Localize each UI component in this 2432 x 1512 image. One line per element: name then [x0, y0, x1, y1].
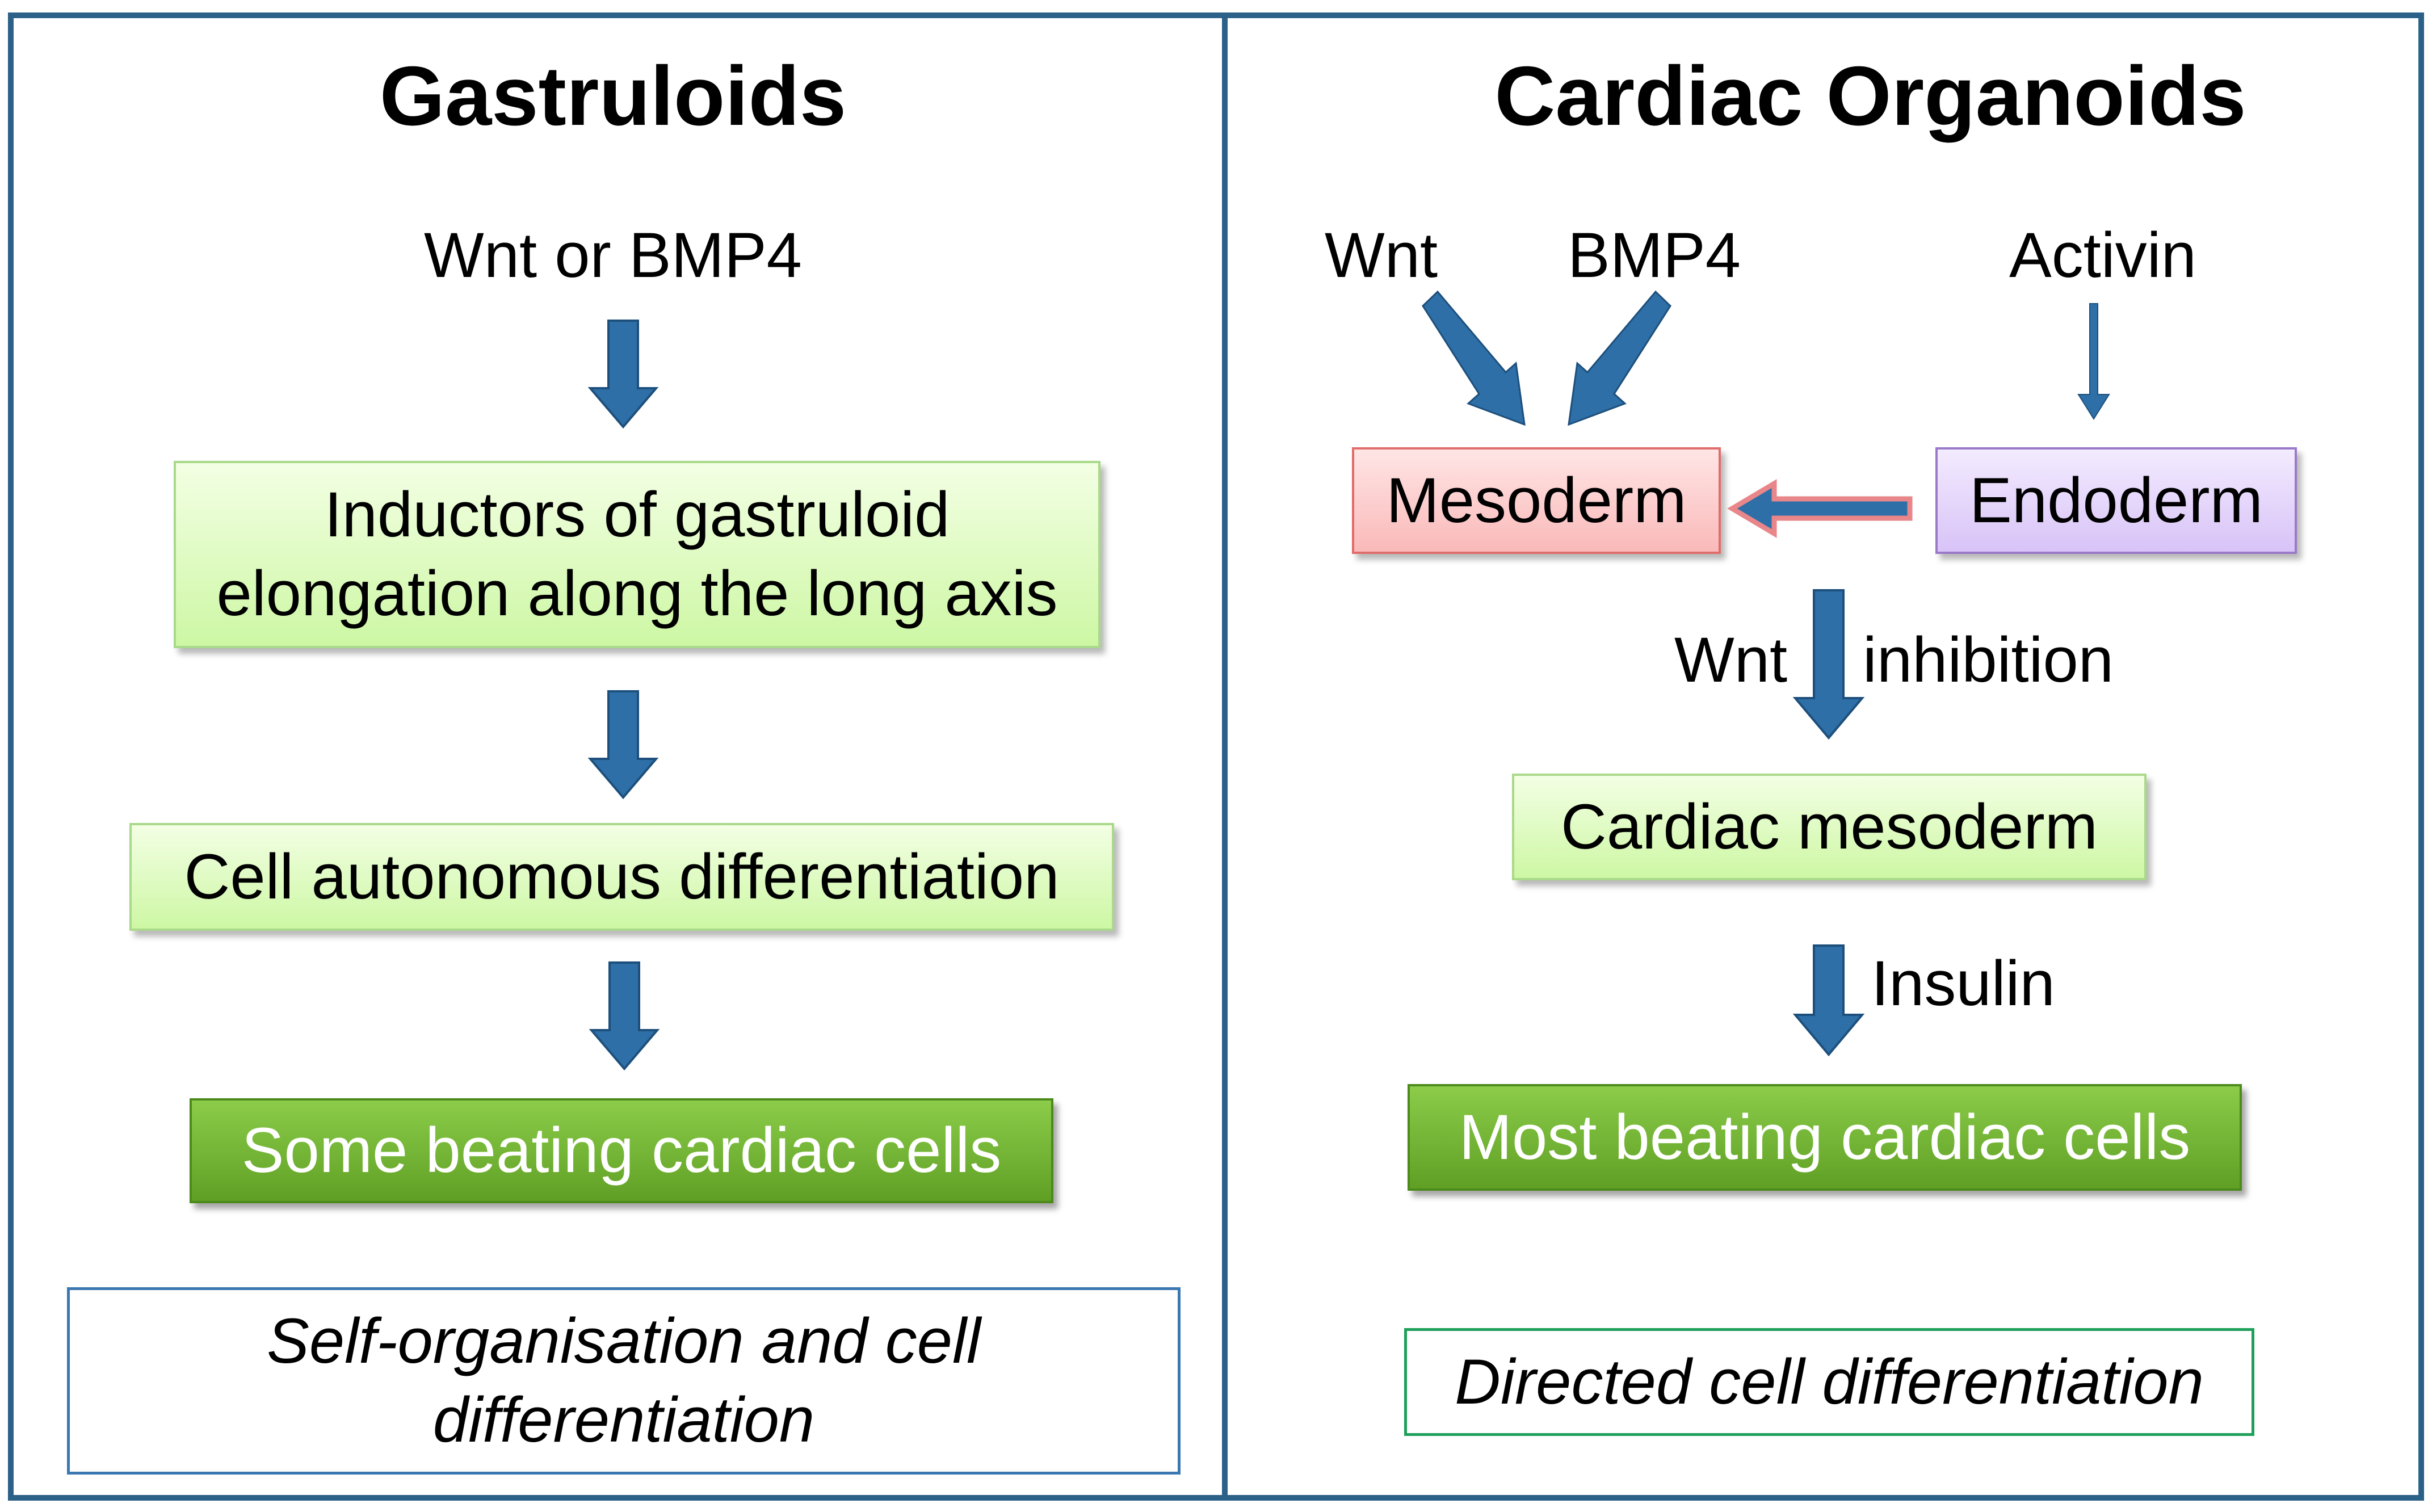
panel-divider	[1222, 12, 1228, 1501]
down-arrow-icon	[589, 961, 660, 1071]
insulin-label: Insulin	[1871, 948, 2055, 1019]
wnt-inhibition-arrow-icon	[1792, 589, 1865, 740]
some-beating-cells-text: Some beating cardiac cells	[241, 1115, 1002, 1186]
activin-label: Activin	[2009, 220, 2196, 291]
outer-frame	[8, 12, 2424, 1501]
most-beating-cells-box: Most beating cardiac cells	[1408, 1084, 2242, 1191]
down-arrow-icon	[587, 320, 659, 429]
most-beating-cells-text: Most beating cardiac cells	[1459, 1101, 2191, 1173]
cell-autonomous-differentiation-text: Cell autonomous differentiation	[184, 841, 1060, 912]
cell-autonomous-differentiation-box: Cell autonomous differentiation	[129, 823, 1114, 931]
wnt-inhibition-label: inhibition	[1863, 624, 2114, 695]
endoderm-to-mesoderm-arrow-icon	[1727, 479, 1913, 538]
mesoderm-box: Mesoderm	[1352, 447, 1721, 554]
wnt-label: Wnt	[1325, 220, 1438, 291]
wnt-to-mesoderm-arrow-icon	[1422, 290, 1526, 426]
bmp4-label: BMP4	[1568, 220, 1741, 291]
bmp4-to-mesoderm-arrow-icon	[1568, 290, 1671, 426]
activin-to-endoderm-arrow-icon	[2077, 303, 2110, 420]
endoderm-box: Endoderm	[1935, 447, 2297, 554]
gastruloid-inductors-text: Inductors of gastruloid elongation along…	[216, 479, 1058, 629]
some-beating-cells-box: Some beating cardiac cells	[190, 1098, 1053, 1203]
directed-differentiation-note-text: Directed cell differentiation	[1455, 1346, 2204, 1417]
left-panel-title: Gastruloids	[379, 49, 847, 143]
wnt-inhibition-wnt-label: Wnt	[1674, 624, 1788, 695]
cardiac-mesoderm-box: Cardiac mesoderm	[1512, 774, 2147, 880]
mesoderm-text: Mesoderm	[1386, 464, 1687, 536]
self-organisation-note-box: Self-organisation and cell differentiati…	[67, 1287, 1181, 1475]
down-arrow-icon	[587, 690, 659, 800]
self-organisation-note-text: Self-organisation and cell differentiati…	[267, 1305, 981, 1455]
gastruloid-inductors-box: Inductors of gastruloid elongation along…	[174, 461, 1101, 648]
endoderm-text: Endoderm	[1969, 464, 2263, 536]
insulin-arrow-icon	[1792, 944, 1865, 1057]
cardiac-mesoderm-text: Cardiac mesoderm	[1560, 791, 2098, 862]
left-input-label: Wnt or BMP4	[424, 220, 802, 291]
directed-differentiation-note-box: Directed cell differentiation	[1404, 1328, 2254, 1436]
right-panel-title: Cardiac Organoids	[1494, 49, 2246, 143]
